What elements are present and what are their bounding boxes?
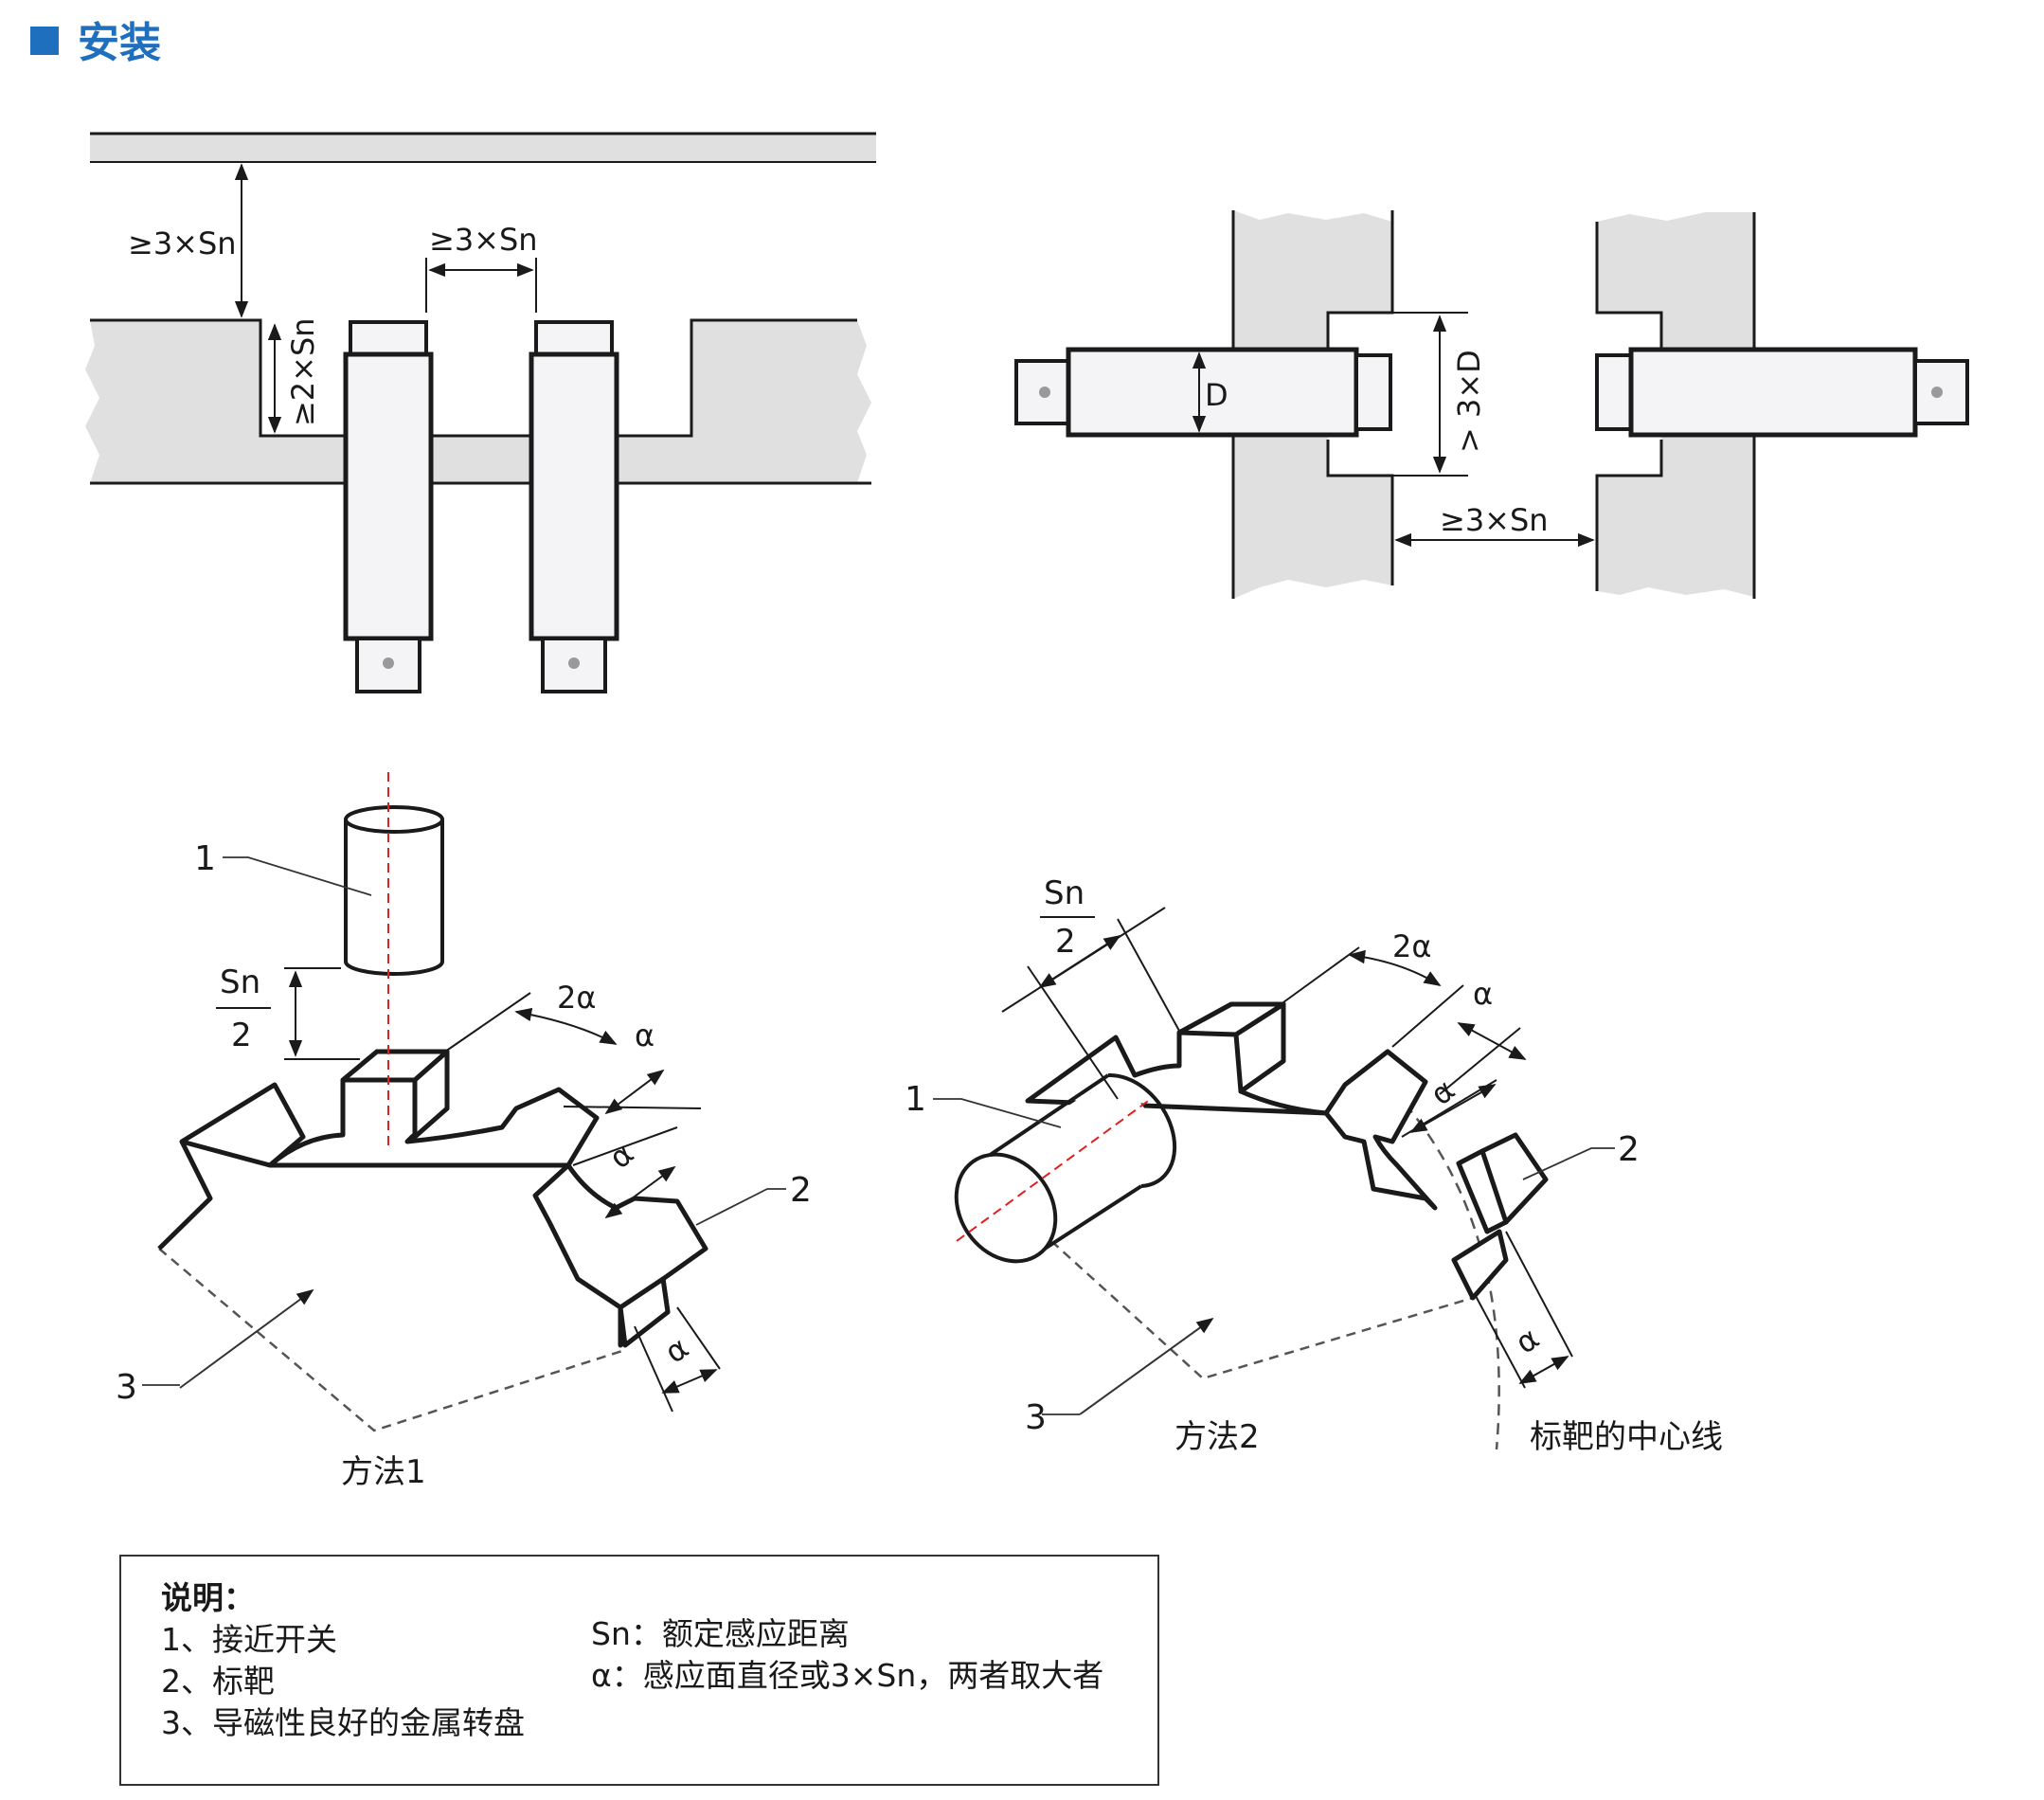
method-2-caption: 方法2 [1174, 1418, 1260, 1456]
connector-pin-icon [568, 657, 580, 669]
dim-gap-between: ≥3×Sn [1440, 502, 1549, 538]
diagram-method-1: Sn 2 2α α α α 1 2 3 方法1 [116, 772, 812, 1491]
pointer-arrow [179, 1288, 314, 1389]
turntable-outline [158, 1248, 626, 1432]
dim-arrow-sn-half [1038, 935, 1121, 988]
section-header: 安装 [30, 19, 161, 67]
proximity-sensor-b [529, 320, 619, 693]
angle-arc-2a [514, 1007, 618, 1045]
angle-2a: 2α [557, 980, 596, 1016]
pointer-arrow [1079, 1317, 1214, 1415]
metal-turntable [1025, 1001, 1549, 1301]
legend-note: Sn：额定感应距离 [591, 1615, 850, 1652]
legend-item: 2、标靶 [161, 1663, 275, 1700]
angle-arc-2a [1348, 949, 1442, 986]
proximity-sensor-a [343, 320, 434, 693]
proximity-sensor-left [1014, 347, 1392, 438]
dim-flange-clearance: > 3×D [1451, 350, 1487, 453]
legend-notes: Sn：额定感应距离 α：感应面直径或3×Sn，两者取大者 [591, 1613, 1103, 1697]
section-title: 安装 [78, 19, 161, 67]
diagram-flush-mount: ≥3×Sn ≥3×Sn ≥2×Sn [85, 132, 876, 693]
dim-recess-depth: ≥2×Sn [285, 317, 321, 426]
legend-items: 说明： 1、接近开关 2、标靶 3、导磁性良好的金属转盘 [161, 1577, 525, 1744]
angle-a-top: α [1473, 976, 1493, 1012]
diagram-facing-sensors: D > 3×D ≥3×Sn [1014, 210, 1969, 599]
dim-diameter: D [1205, 377, 1228, 413]
dim-gap-between: ≥3×Sn [429, 222, 538, 258]
dim-gap-to-surface: ≥3×Sn [128, 225, 237, 261]
legend-heading: 说明： [161, 1579, 255, 1616]
centerline-caption: 标靶的中心线 [1530, 1418, 1723, 1456]
proximity-sensor-right [1595, 347, 1969, 438]
fraction-numerator: Sn [220, 963, 260, 1001]
label-2: 2 [790, 1171, 812, 1210]
metal-turntable [157, 1049, 708, 1348]
label-1: 1 [905, 1080, 926, 1119]
angle-a-bottom: α [1509, 1320, 1546, 1360]
upper-plate [90, 134, 876, 162]
mounting-plate [85, 320, 871, 483]
angle-a-top: α [635, 1017, 654, 1053]
title-square-icon [30, 27, 59, 55]
fraction-numerator: Sn [1044, 874, 1085, 912]
label-3: 3 [1025, 1398, 1047, 1437]
label-2: 2 [1618, 1130, 1640, 1169]
fraction-denominator: 2 [1055, 923, 1076, 961]
angle-2a: 2α [1392, 928, 1431, 964]
diagram-method-2: Sn 2 2α α α α 1 2 3 方法2 标靶的中心线 [905, 874, 1723, 1456]
angle-a-bottom: α [658, 1329, 695, 1370]
proximity-sensor-cylinder [954, 1072, 1177, 1264]
connector-pin-icon [383, 657, 394, 669]
connector-pin-icon [1931, 387, 1943, 398]
fraction-denominator: 2 [231, 1017, 252, 1054]
legend-box: 说明： 1、接近开关 2、标靶 3、导磁性良好的金属转盘 Sn：额定感应距离 α… [119, 1555, 1159, 1786]
angle-a-mid: α [602, 1135, 641, 1176]
label-3: 3 [116, 1368, 137, 1407]
legend-note: α：感应面直径或3×Sn，两者取大者 [591, 1657, 1104, 1694]
connector-pin-icon [1039, 387, 1050, 398]
turntable-outline [1050, 1240, 1474, 1380]
proximity-sensor-cylinder [344, 805, 444, 976]
legend-item: 1、接近开关 [161, 1621, 337, 1658]
method-1-caption: 方法1 [341, 1453, 426, 1491]
legend-item: 3、导磁性良好的金属转盘 [161, 1704, 525, 1741]
label-1: 1 [194, 839, 216, 878]
sensor-centerline [956, 1098, 1152, 1242]
